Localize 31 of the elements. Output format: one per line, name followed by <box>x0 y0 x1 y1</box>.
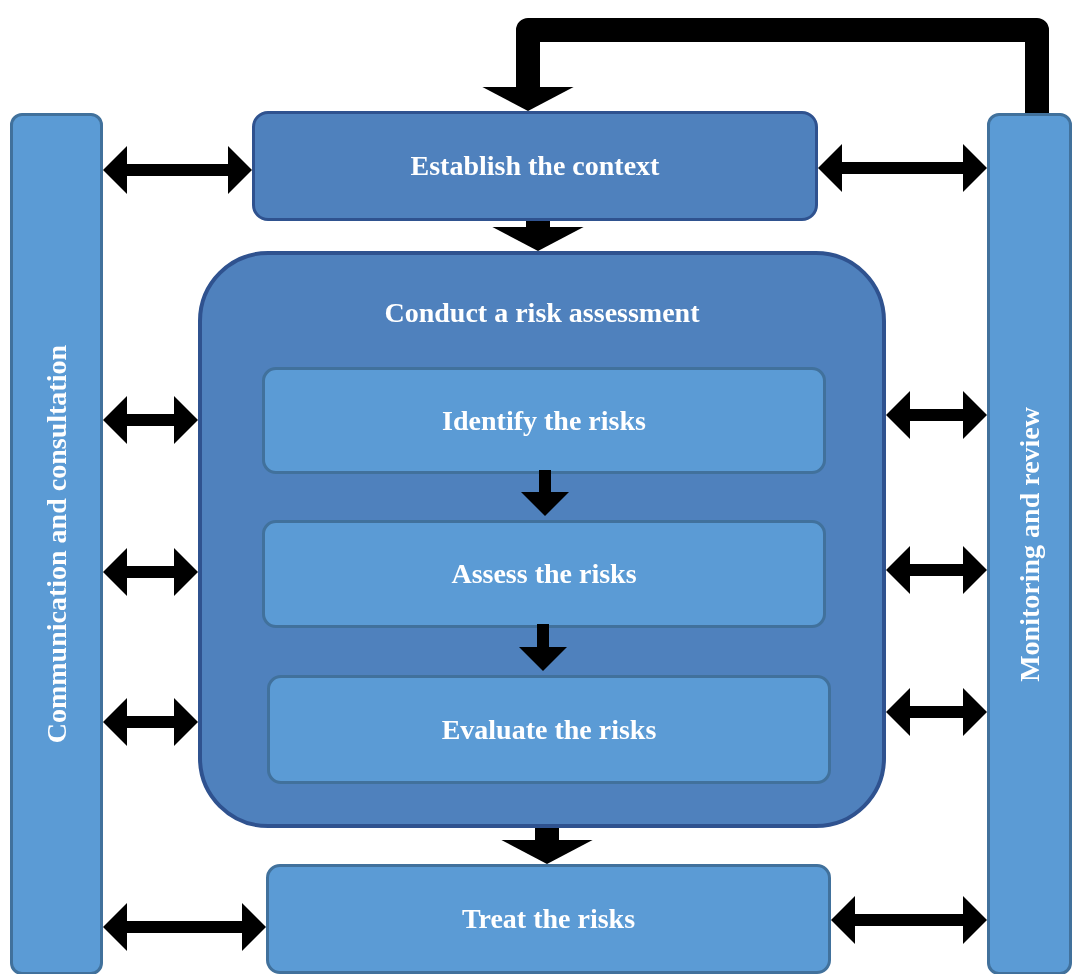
process-box <box>267 675 831 784</box>
arrow <box>886 391 987 439</box>
side-label: Monitoring and review <box>1013 406 1046 682</box>
process-box <box>266 864 831 974</box>
arrow <box>103 396 198 444</box>
process-box <box>262 367 826 474</box>
side-bar <box>987 113 1072 974</box>
group-title: Conduct a risk assessment <box>384 297 700 329</box>
arrow <box>818 144 987 192</box>
arrow <box>103 548 198 596</box>
arrow <box>103 146 252 194</box>
arrow <box>103 903 266 951</box>
arrow <box>886 546 987 594</box>
arrow <box>886 688 987 736</box>
arrow <box>482 18 1049 113</box>
step-label: Establish the context <box>410 150 660 182</box>
step-label: Evaluate the risks <box>441 713 657 746</box>
step-label: Assess the risks <box>451 558 637 590</box>
step-label: Treat the risks <box>461 903 636 935</box>
step-label: Identify the risks <box>442 404 646 437</box>
arrow <box>521 470 569 516</box>
side-bar <box>10 113 103 974</box>
group-panel <box>198 251 886 828</box>
side-label: Communication and consultation <box>40 344 73 744</box>
arrow <box>501 828 593 864</box>
arrow <box>492 221 584 251</box>
arrow <box>831 896 987 944</box>
arrow <box>519 624 567 671</box>
arrow <box>103 698 198 746</box>
process-box <box>262 520 826 628</box>
process-box <box>252 111 818 221</box>
